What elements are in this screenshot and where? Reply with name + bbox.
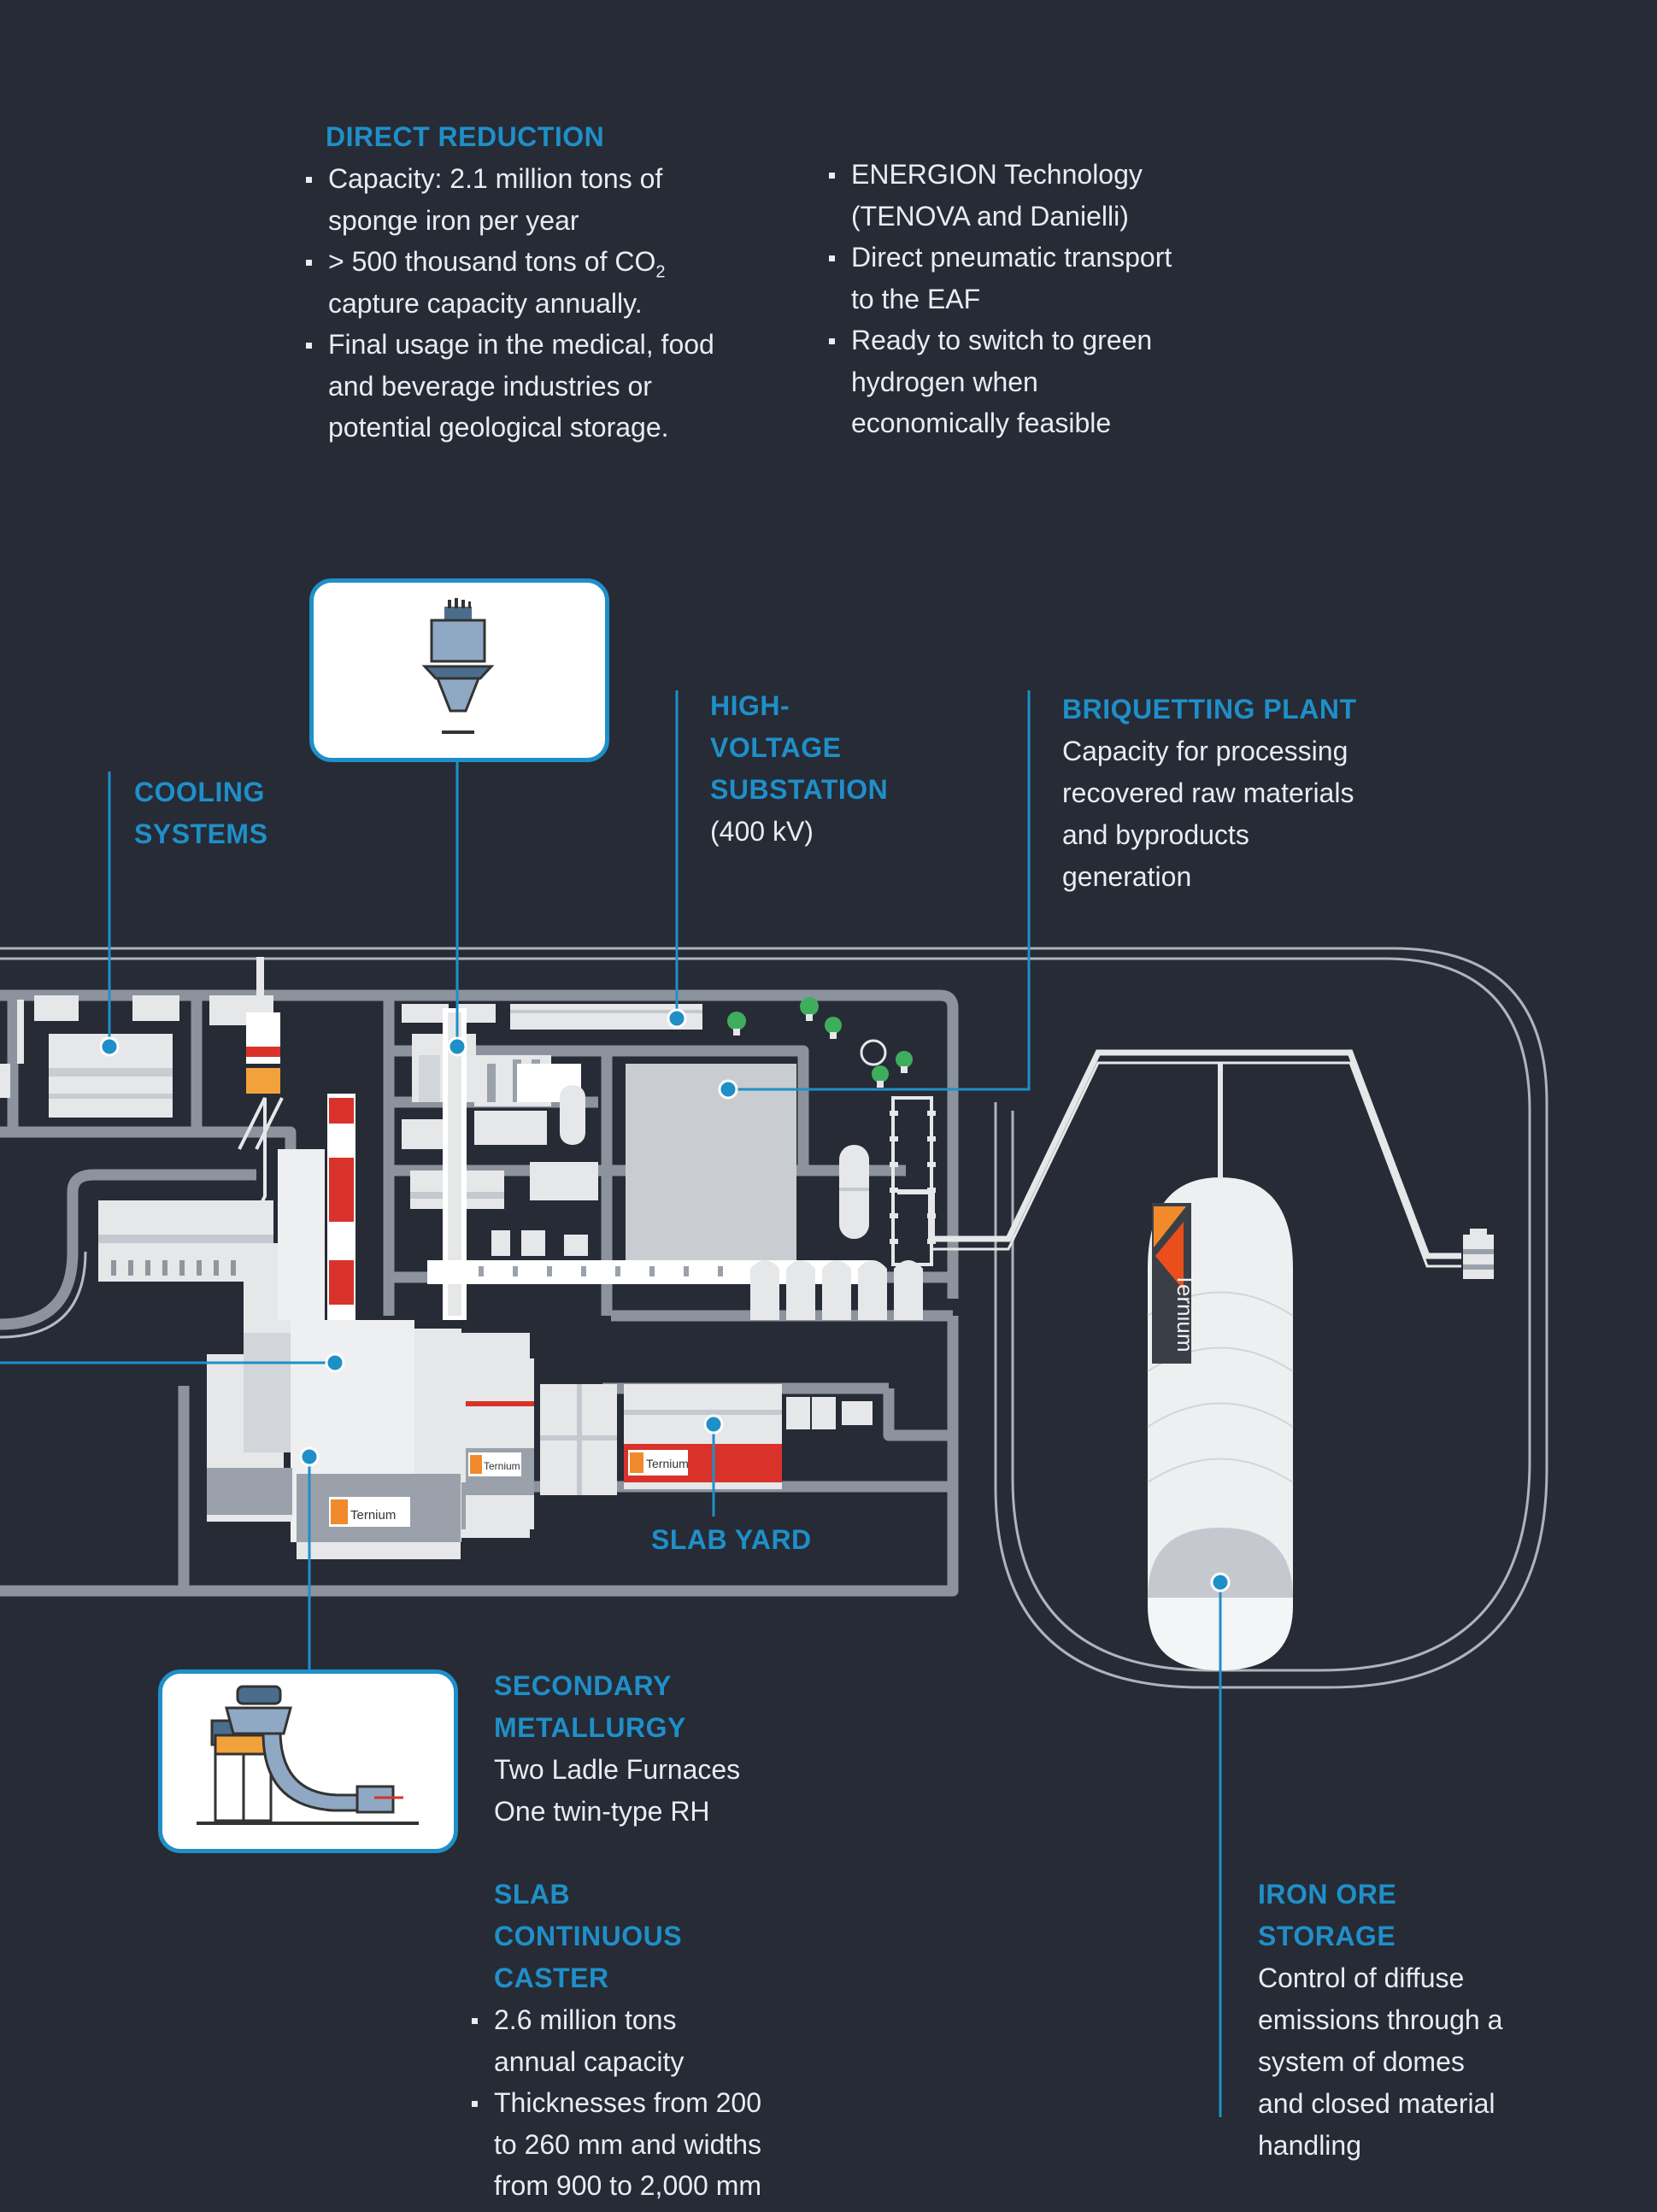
secondary-metallurgy-title: SECONDARY METALLURGY <box>494 1670 686 1743</box>
dr-bullet-co2: > 500 thousand tons of CO2 capture capac… <box>306 241 742 324</box>
slab-yard-block: SLAB YARD <box>651 1519 822 1561</box>
caster-title: SLAB CONTINUOUS CASTER <box>494 1879 683 1993</box>
substation-title: HIGH-VOLTAGE SUBSTATION <box>710 690 889 805</box>
caster-bullets: 2.6 million tons annual capacity Thickne… <box>472 1999 796 2207</box>
iron-ore-title: IRON ORE STORAGE <box>1258 1879 1397 1951</box>
caster-bullet-dimensions: Thicknesses from 200 to 260 mm and width… <box>472 2082 776 2207</box>
direct-reduction-title: DIRECT REDUCTION <box>326 121 605 152</box>
iron-ore-block: IRON ORE STORAGE Control of diffuse emis… <box>1258 1874 1506 2167</box>
cooling-buildings <box>0 957 284 1248</box>
ladle-furnace-icon <box>197 1685 419 1825</box>
dr-co2-sub: 2 <box>655 262 666 282</box>
slab-yard-title: SLAB YARD <box>651 1524 812 1555</box>
slab-yard-buildings: Ternium Ternium <box>466 1358 873 1529</box>
dr-bullet-capacity: Capacity: 2.1 million tons of sponge iro… <box>306 158 742 241</box>
slab-yard-logo-1-text: Ternium <box>484 1460 520 1472</box>
caster-bullet-capacity: 2.6 million tons annual capacity <box>472 1999 750 2082</box>
briquetting-block: BRIQUETTING PLANT Capacity for processin… <box>1062 689 1357 898</box>
caster-block: SLAB CONTINUOUS CASTER 2.6 million tons … <box>472 1874 796 2207</box>
dr-co2-pre: > 500 thousand tons of CO <box>328 246 656 277</box>
direct-reduction-bullets-right: ENERGION Technology (TENOVA and Danielli… <box>829 154 1196 444</box>
cooling-systems-block: COOLING SYSTEMS <box>134 772 305 855</box>
substation-voltage: (400 kV) <box>710 816 814 847</box>
secondary-metallurgy-line-1: Two Ladle Furnaces <box>494 1754 741 1785</box>
dr-bullet-usage: Final usage in the medical, food and bev… <box>306 324 742 449</box>
briquetting-title: BRIQUETTING PLANT <box>1062 694 1357 725</box>
direct-reduction-area <box>402 1004 936 1320</box>
secondary-metallurgy-block: SECONDARY METALLURGY Two Ladle Furnaces … <box>494 1665 750 1833</box>
dr-bullet-pneumatic: Direct pneumatic transport to the EAF <box>829 237 1196 320</box>
perimeter-road <box>0 947 1548 1689</box>
road-edges <box>0 1251 87 1339</box>
direct-reduction-block: DIRECT REDUCTION Capacity: 2.1 million t… <box>306 116 742 449</box>
secondary-metallurgy-line-2: One twin-type RH <box>494 1796 710 1827</box>
ladle-furnace-card <box>158 1669 458 1853</box>
melt-shop-logo-text: Ternium <box>350 1508 396 1523</box>
trees <box>727 997 913 1088</box>
dr-bullet-hydrogen: Ready to switch to green hydrogen when e… <box>829 320 1196 444</box>
briquetting-text: Capacity for processing recovered raw ma… <box>1062 736 1354 892</box>
dr-co2-post: capture capacity annually. <box>328 287 643 319</box>
callout-dots <box>99 1008 1231 1593</box>
dome-logo-text: Ternium <box>1172 1273 1198 1352</box>
direct-reduction-bullets-left: Capacity: 2.1 million tons of sponge iro… <box>306 158 742 449</box>
substation-block: HIGH-VOLTAGE SUBSTATION (400 kV) <box>710 685 907 853</box>
dr-bullet-energion: ENERGION Technology (TENOVA and Danielli… <box>829 154 1196 237</box>
dri-reactor-card <box>309 578 609 762</box>
cooling-systems-title: COOLING SYSTEMS <box>134 777 268 849</box>
direct-reduction-right-block: ENERGION Technology (TENOVA and Danielli… <box>829 154 1196 444</box>
dri-reactor-icon <box>421 598 495 734</box>
slab-yard-logo-2-text: Ternium <box>646 1457 689 1470</box>
callout-lines <box>0 690 1222 2117</box>
iron-ore-text: Control of diffuse emissions through a s… <box>1258 1963 1503 2161</box>
transfer-tower <box>1463 1229 1494 1279</box>
